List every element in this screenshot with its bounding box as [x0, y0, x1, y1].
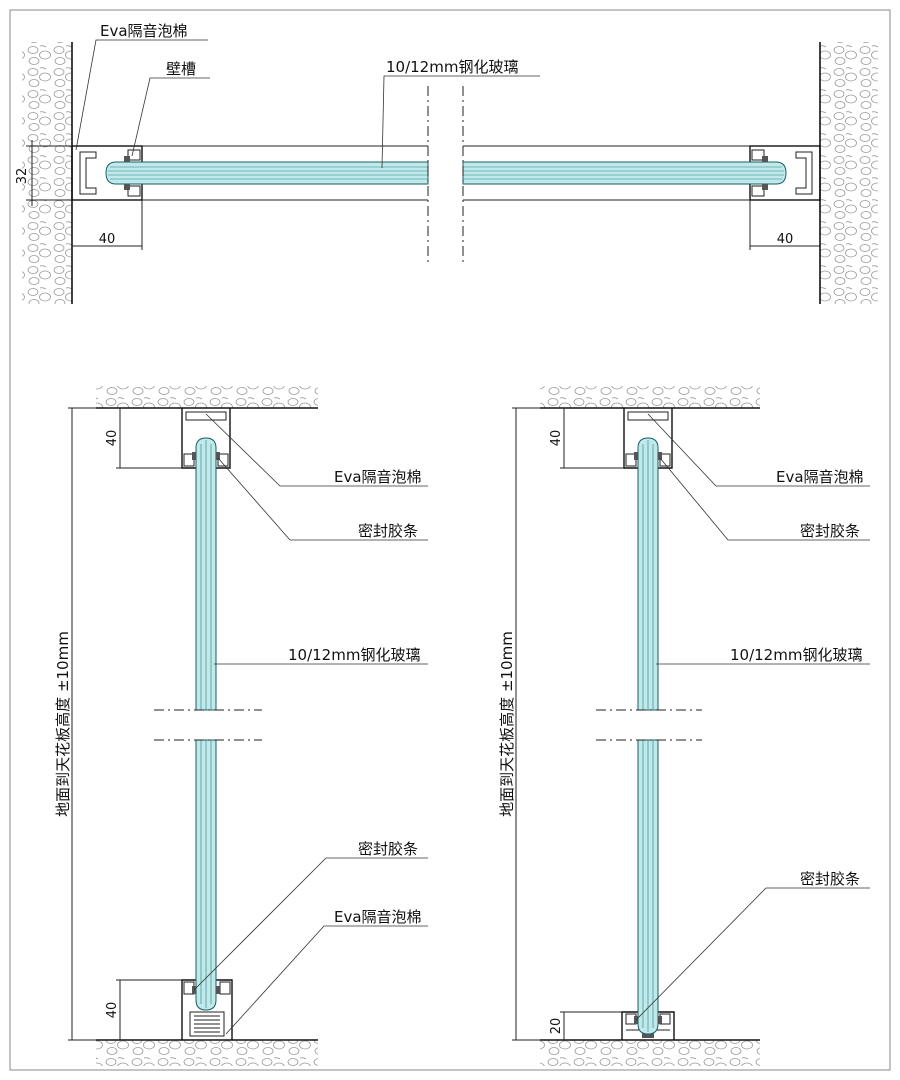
- left-floor-hatch: [96, 1040, 318, 1066]
- plan-glass-leader: [381, 75, 540, 169]
- right-ceiling-hatch: [540, 386, 760, 408]
- svg-text:32: 32: [15, 168, 30, 185]
- svg-text:40: 40: [99, 232, 116, 247]
- svg-text:40: 40: [549, 430, 564, 447]
- section-left: 40 40 地面到天花板高度 ±10mm Eva隔音泡棉 密封胶条 10/12m…: [54, 386, 428, 1066]
- left-eva-bottom-leader: [225, 925, 428, 1035]
- right-dim-bottom: 20: [549, 1011, 622, 1040]
- right-dim-overall: 地面到天花板高度 ±10mm: [498, 407, 540, 1041]
- right-seal-top-leader: [659, 457, 870, 541]
- right-eva-top-leader: [647, 413, 870, 487]
- left-seal-bottom-leader: [193, 857, 428, 991]
- left-dim-bottom: 40: [105, 979, 182, 1040]
- svg-text:40: 40: [105, 430, 120, 447]
- left-eva-bottom-label: Eva隔音泡棉: [334, 908, 422, 926]
- plan-eva-label: Eva隔音泡棉: [100, 22, 188, 40]
- right-glass-label: 10/12mm钢化玻璃: [730, 646, 862, 664]
- right-eva-top-label: Eva隔音泡棉: [776, 468, 864, 486]
- left-bottom-channel: [181, 979, 233, 1040]
- plan-channel-left: [71, 145, 428, 201]
- left-dim-overall: 地面到天花板高度 ±10mm: [54, 407, 96, 1041]
- right-dim-top: 40: [549, 408, 624, 469]
- right-glass-pane: [634, 437, 662, 1035]
- left-dim-top: 40: [105, 408, 182, 469]
- plan-eva-leader: [75, 39, 208, 151]
- right-height-label: 地面到天花板高度 ±10mm: [498, 631, 516, 817]
- left-height-label: 地面到天花板高度 ±10mm: [54, 631, 72, 817]
- right-seal-bottom-label: 密封胶条: [800, 870, 860, 888]
- left-glass-label: 10/12mm钢化玻璃: [288, 646, 420, 664]
- left-seal-top-leader: [217, 457, 428, 541]
- plan-wall-slot-label: 壁槽: [166, 60, 196, 78]
- left-ceiling-hatch: [96, 386, 318, 408]
- left-eva-top-label: Eva隔音泡棉: [334, 468, 422, 486]
- left-glass-pane: [192, 437, 220, 1011]
- left-eva-top-leader: [205, 413, 428, 487]
- right-seal-top-label: 密封胶条: [800, 522, 860, 540]
- svg-text:40: 40: [777, 232, 794, 247]
- plan-dim-height: 32: [15, 140, 72, 206]
- plan-glass-label: 10/12mm钢化玻璃: [386, 58, 518, 76]
- plan-dim-left: 40: [72, 200, 143, 250]
- plan-view: 32 40 40 Eva隔音泡棉 壁槽 10/12mm钢化玻璃: [15, 22, 878, 304]
- left-seal-bottom-label: 密封胶条: [358, 840, 418, 858]
- plan-glass-left: [105, 156, 429, 190]
- plan-right-wall-hatch: [820, 42, 878, 304]
- plan-wall-slot-leader: [131, 77, 210, 157]
- drawing-border: [9, 9, 891, 1071]
- section-right: 40 20 地面到天花板高度 ±10mm Eva隔音泡棉 密封胶条 10/12m…: [498, 386, 870, 1066]
- plan-glass-right: [462, 156, 787, 190]
- right-floor-hatch: [540, 1040, 760, 1066]
- left-seal-top-label: 密封胶条: [358, 522, 418, 540]
- right-seal-bottom-leader: [635, 887, 870, 1021]
- plan-left-wall-hatch: [22, 42, 72, 304]
- svg-text:40: 40: [105, 1002, 120, 1019]
- plan-dim-right: 40: [749, 200, 820, 250]
- svg-text:20: 20: [549, 1018, 564, 1035]
